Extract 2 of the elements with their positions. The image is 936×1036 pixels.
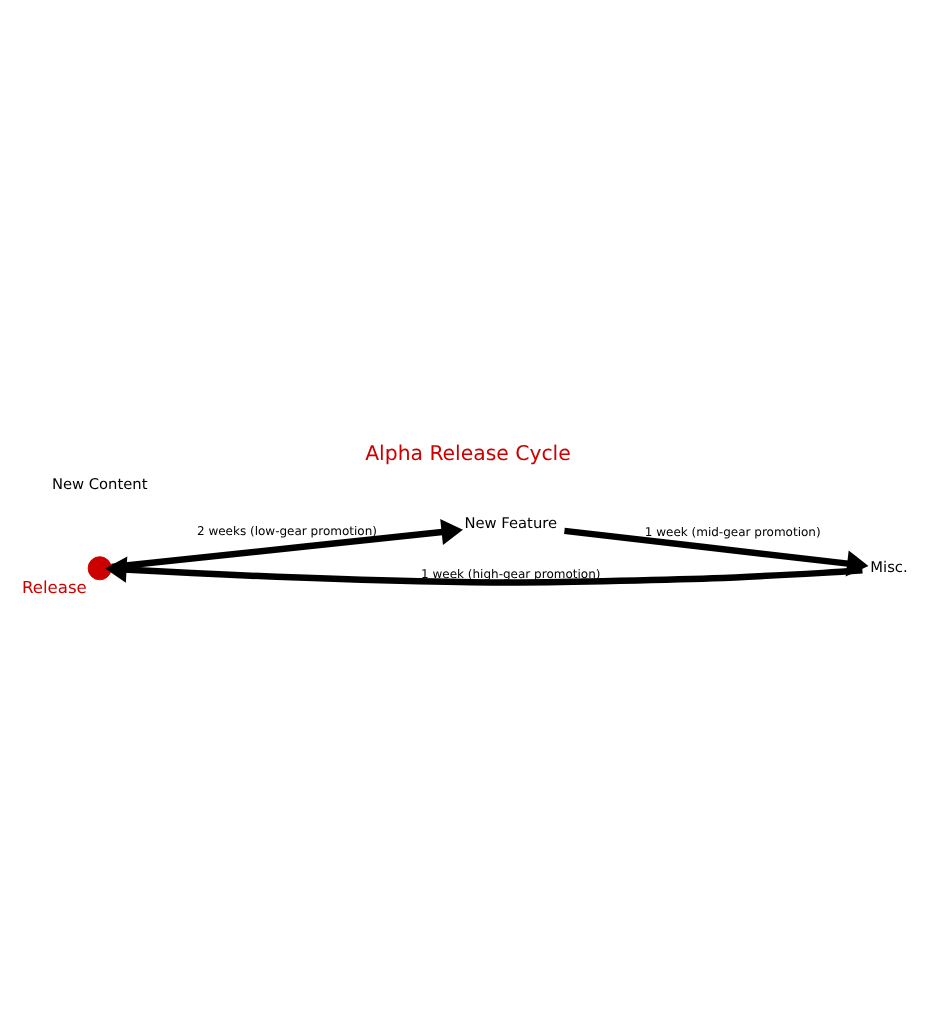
node-label: Release: [21, 576, 87, 597]
diagram-title: Alpha Release Cycle: [365, 442, 571, 465]
